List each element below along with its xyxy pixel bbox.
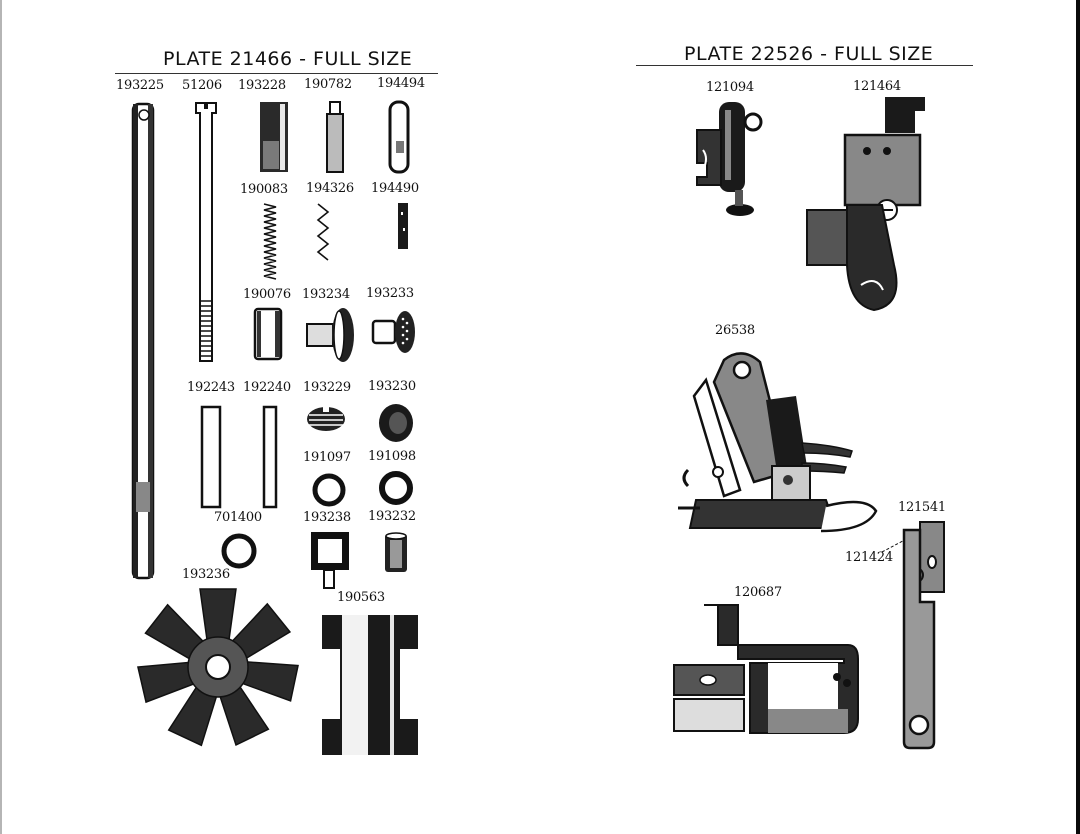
- part-label-26538: 26538: [715, 323, 755, 338]
- part-193229-screw-head: [305, 405, 347, 433]
- part-label-701400: 701400: [214, 510, 262, 525]
- part-51206-screw-rod: [194, 101, 218, 363]
- part-label-193234: 193234: [302, 287, 350, 302]
- part-194490-small-pin: [397, 202, 409, 250]
- right-plate-title-rule: [636, 65, 973, 66]
- part-label-193229: 193229: [303, 380, 351, 395]
- part-label-121424: 121424: [845, 550, 893, 565]
- part-label-121094: 121094: [706, 80, 754, 95]
- part-193228-block: [259, 101, 289, 173]
- part-193236-star-wheel: [137, 585, 299, 750]
- part-190083-tight-spring: [262, 202, 278, 282]
- part-label-191097: 191097: [303, 450, 351, 465]
- left-plate-title-rule: [115, 73, 438, 74]
- part-191097-ring: [311, 472, 347, 508]
- part-121541-lever-plate: [898, 520, 946, 750]
- part-194326-loose-spring: [315, 202, 331, 262]
- part-label-192243: 192243: [187, 380, 235, 395]
- part-194494-pin: [388, 100, 410, 174]
- part-label-194494: 194494: [377, 76, 425, 91]
- part-label-191098: 191098: [368, 449, 416, 464]
- part-193233-knurled-nut: [371, 309, 417, 355]
- part-193234-knob: [305, 306, 355, 364]
- left-plate-title: PLATE 21466 - FULL SIZE: [163, 48, 413, 70]
- part-26538-ruffler: [676, 348, 886, 548]
- part-label-190782: 190782: [304, 77, 352, 92]
- part-121464-binder-attachment: [805, 95, 930, 315]
- part-120687-gauge-attachment: [672, 603, 859, 735]
- part-label-193228: 193228: [238, 78, 286, 93]
- part-label-190076: 190076: [243, 287, 291, 302]
- part-label-194490: 194490: [371, 181, 419, 196]
- part-193232-knurled-sleeve: [383, 532, 409, 574]
- part-190782-pin: [326, 101, 344, 173]
- part-label-51206: 51206: [182, 78, 222, 93]
- part-121094-hinged-foot: [695, 100, 767, 218]
- part-label-121541: 121541: [898, 500, 946, 515]
- part-label-190083: 190083: [240, 182, 288, 197]
- part-label-193233: 193233: [366, 286, 414, 301]
- part-label-121464: 121464: [853, 79, 901, 94]
- part-192243-short-rod: [200, 405, 222, 509]
- part-label-194326: 194326: [306, 181, 354, 196]
- part-label-193225: 193225: [116, 78, 164, 93]
- part-label-190563: 190563: [337, 590, 385, 605]
- part-193230-disc: [378, 403, 414, 443]
- part-label-193238: 193238: [303, 510, 351, 525]
- part-191098-ring: [378, 470, 414, 506]
- part-193238-square-nut: [309, 530, 351, 590]
- part-193225-long-rod: [131, 102, 155, 582]
- part-190076-sleeve: [253, 307, 283, 361]
- part-label-193230: 193230: [368, 379, 416, 394]
- part-701400-ring: [220, 532, 258, 570]
- page-left-edge: [0, 0, 2, 834]
- right-plate-title: PLATE 22526 - FULL SIZE: [684, 43, 934, 65]
- page-right-edge: [1076, 0, 1080, 834]
- part-label-193232: 193232: [368, 509, 416, 524]
- part-label-192240: 192240: [243, 380, 291, 395]
- part-label-120687: 120687: [734, 585, 782, 600]
- part-190563-spool: [320, 611, 420, 759]
- part-192240-short-rod: [262, 405, 278, 509]
- part-label-193236: 193236: [182, 567, 230, 582]
